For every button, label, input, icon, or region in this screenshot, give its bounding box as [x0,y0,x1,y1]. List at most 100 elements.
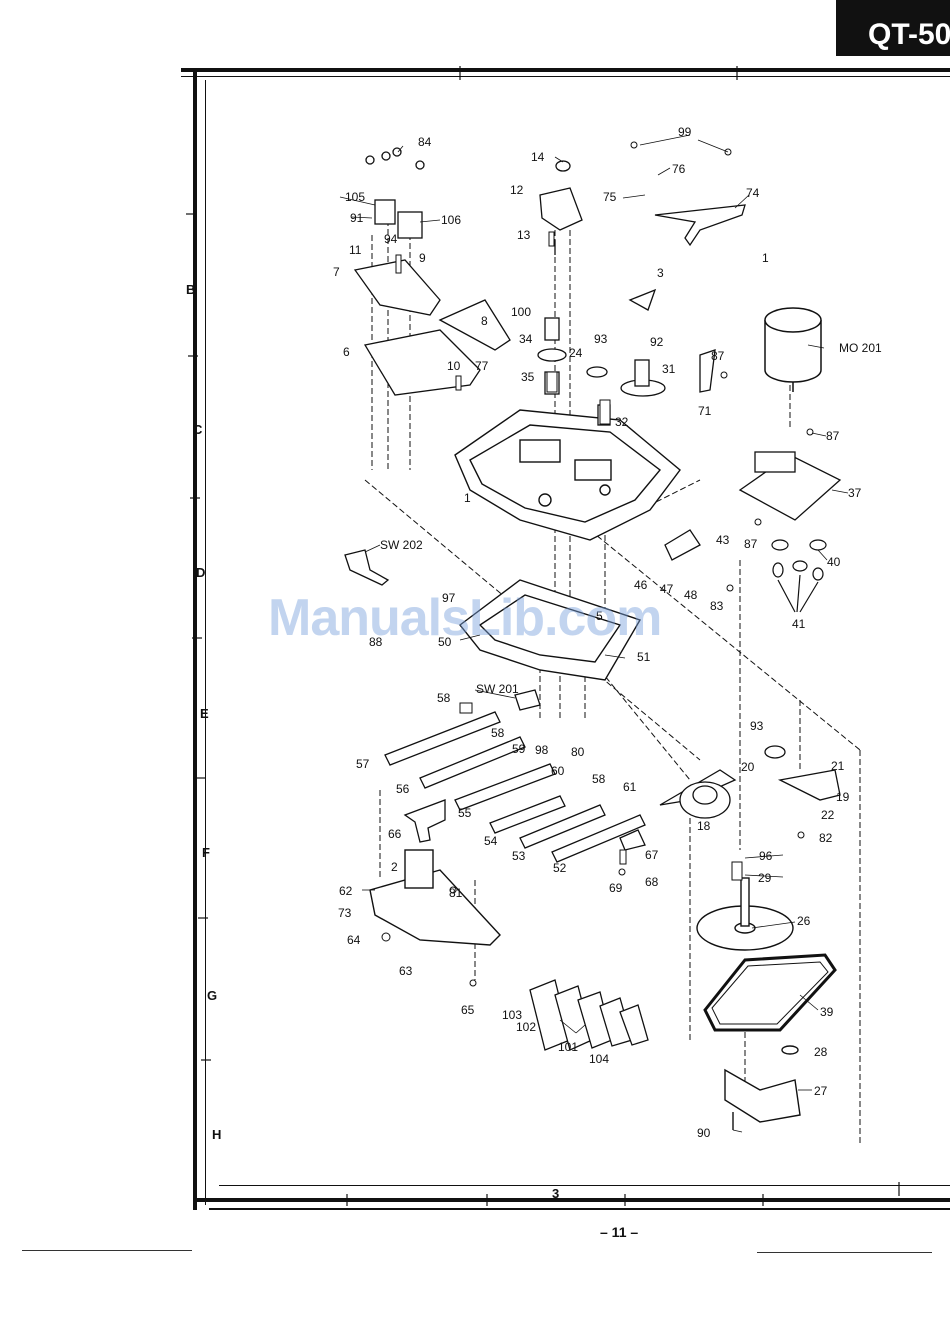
part-label: 58 [491,726,505,740]
part-label: 54 [484,834,498,848]
part-label: SW 202 [380,538,423,552]
model-tab: QT-50 [836,0,950,56]
sub-chassis [459,579,642,681]
part-label: 73 [338,906,352,920]
row-letter-g: G [207,988,218,1003]
part-label: 39 [820,1005,834,1019]
leader-lines [339,134,849,1133]
part-label: 21 [831,759,845,773]
pulleys [771,539,827,613]
row-letter-d: D [196,565,206,580]
part-label: 51 [637,650,651,664]
part-label: 10 [447,359,461,373]
part-label: 61 [623,780,637,794]
lever-74 [628,204,746,311]
frame-left-border [193,70,197,1210]
page-number: – 11 – [600,1224,639,1240]
motor-bracket [738,451,842,521]
frame-bottom-border [193,1198,950,1202]
part-label: 40 [827,555,841,569]
part-label: 20 [741,760,755,774]
part-label: 35 [521,370,535,384]
part-label: 53 [512,849,526,863]
capstan-assembly [537,317,716,426]
part-label: 90 [697,1126,711,1140]
frame-top-border-inner [181,76,950,77]
part-label: 5 [596,609,603,623]
slider-bars [384,711,646,863]
frame-bottom-border-outer [209,1208,950,1210]
base-bracket [724,1045,801,1130]
part-label: 55 [458,806,472,820]
part-label: 50 [438,635,452,649]
part-label: 1 [762,251,769,265]
col-number-3: 3 [552,1186,560,1201]
part-label: 87 [711,349,725,363]
part-label: 46 [634,578,648,592]
switches [344,529,701,711]
part-label: 104 [589,1052,609,1066]
part-label: 60 [551,764,565,778]
part-label: 66 [388,827,402,841]
watermark: ManualsLib.com [268,589,662,647]
part-label: 31 [662,362,676,376]
part-label: 11 [349,243,362,257]
part-label: 48 [684,588,698,602]
main-chassis [454,409,681,541]
part-label: 68 [645,875,659,889]
part-label: 12 [510,183,524,197]
part-label: 37 [848,486,862,500]
part-label: 96 [759,849,773,863]
part-label: 47 [660,582,674,596]
part-label: 91 [350,211,364,225]
part-label: MO 201 [839,341,882,355]
part-label: 18 [697,819,711,833]
part-label: 65 [461,1003,475,1017]
part-label: SW 201 [476,682,519,696]
part-label: 22 [821,808,835,822]
part-label: 87 [744,537,758,551]
part-label: 9 [419,251,426,265]
part-label: 106 [441,213,461,227]
screws-springs [381,141,814,987]
part-label: 6 [343,345,350,359]
part-label: 87 [826,429,840,443]
part-label: 57 [356,757,370,771]
head-assembly [539,160,583,255]
part-label: 34 [519,332,533,346]
row-letter-f: F [202,845,210,860]
part-label: 63 [399,964,413,978]
part-label: 84 [418,135,432,149]
part-label: 77 [475,359,489,373]
part-label: 3 [657,266,664,280]
part-label: 26 [797,914,811,928]
part-label: 62 [339,884,353,898]
push-buttons [529,979,649,1051]
part-label: 67 [645,848,659,862]
part-label: 1 [464,491,471,505]
row-letter-e: E [200,706,209,721]
part-label: 75 [603,190,617,204]
part-label: 93 [594,332,608,346]
frame-left-border-inner [205,80,206,1205]
part-label: 64 [347,933,361,947]
part-label: 103 [502,1008,522,1022]
part-label: 52 [553,861,567,875]
footer-rule-right [757,1252,932,1253]
row-letter-c: C [193,422,203,437]
part-label: 88 [369,635,383,649]
part-label: 14 [531,150,545,164]
part-label: 58 [437,691,451,705]
part-label: 102 [516,1020,536,1034]
part-label: 59 [512,742,526,756]
part-label: 92 [650,335,664,349]
part-label: 24 [569,346,583,360]
part-label: 13 [517,228,531,242]
part-label: 74 [746,186,760,200]
left-bracket-assembly [353,147,511,396]
part-label: 98 [535,743,549,757]
part-label: 29 [758,871,772,885]
part-label: 93 [750,719,764,733]
part-label: 27 [814,1084,828,1098]
